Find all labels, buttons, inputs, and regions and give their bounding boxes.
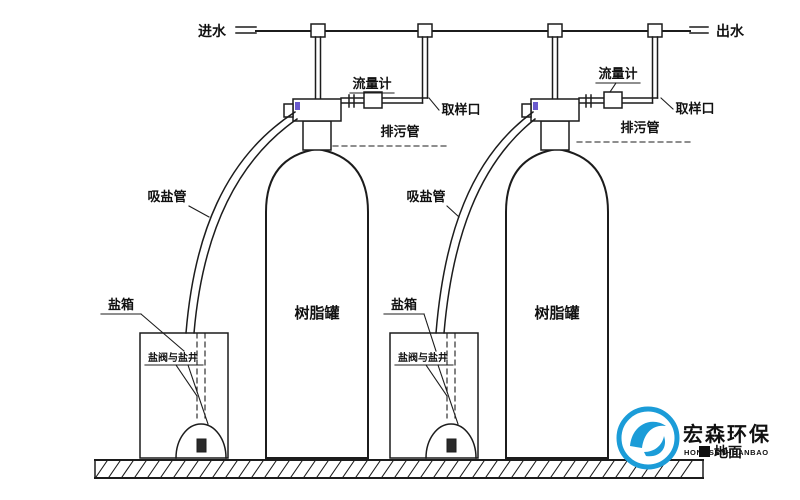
drain-pipe-label: 排污管 [380,124,419,139]
logo-romanized: HONGSENHUANBAO [684,448,769,457]
tank-neck [302,120,332,151]
ground-marker-square [699,446,710,457]
left-salt-box: 盐箱 盐阀与盐井 吸盐管 [100,110,299,459]
sampling-port-label: 取样口 [441,102,480,117]
company-logo: 宏森环保 HONGSENHUANBAO [616,406,771,470]
right-tank-assembly: 树脂罐 流量计 取样口 排污管 [505,36,715,459]
sampling-port-label: 取样口 [675,101,714,116]
logo-swoosh-icon [644,436,666,457]
salt-well-dome [175,423,227,459]
salt-suction-pipe-leader [446,205,460,218]
salt-suction-pipe-leader [188,205,210,218]
sampling-port-leader [660,97,674,110]
salt-valve-well-label: 盐阀与盐井 [148,351,198,364]
salt-suction-pipe [435,110,535,334]
left-tank-assembly: 树脂罐 流量计 取样口 排污管 [265,36,481,459]
resin-tank-label: 树脂罐 [534,304,579,322]
salt-well-dome [425,423,477,459]
control-valve [292,98,342,122]
valve-accent [533,102,538,110]
salt-valve-well-leader [425,364,448,397]
pipe-tee-fitting [310,23,326,38]
ground-label-group: 地面 [699,444,742,460]
salt-valve-body [196,438,207,453]
flow-meter-label: 流量计 [352,76,391,91]
salt-valve-well-label: 盐阀与盐井 [398,351,448,364]
salt-box-leader [140,313,185,352]
salt-valve-well-leader [187,364,209,425]
flow-meter-label: 流量计 [598,66,637,81]
flow-meter-leader [609,82,617,93]
salt-suction-pipe [443,117,537,334]
tank-neck [540,120,570,151]
salt-valve-body [446,438,457,453]
resin-tank-body [265,147,369,459]
pipe-tee-fitting [647,23,663,38]
drain-pipe-label: 排污管 [620,120,659,135]
salt-box-body [139,332,229,459]
outlet-label: 出水 [716,23,745,39]
sampling-port-leader [428,97,440,111]
salt-valve-well-leader [175,364,198,397]
salt-box-body [389,332,479,459]
pipe-tee-fitting [417,23,433,38]
inlet-label: 进水 [198,23,227,39]
resin-tank-body [505,147,609,459]
flow-meter-body [603,91,623,109]
salt-suction-pipe [193,117,299,334]
salt-box-label: 盐箱 [108,297,134,312]
resin-tank-label: 树脂罐 [294,304,339,322]
salt-suction-pipe-label: 吸盐管 [406,189,445,204]
top-manifold: 进水 出水 [198,23,745,39]
salt-suction-pipe [185,110,297,334]
logo-swoosh-icon [630,421,666,448]
control-valve [530,98,580,122]
logo-name: 宏森环保 [683,422,771,446]
pipe-tee-fitting [547,23,563,38]
salt-box-label: 盐箱 [391,297,417,312]
salt-box-leader [423,313,437,352]
flow-meter-body [363,91,383,109]
platform-hatching [95,460,693,478]
ground-label: 地面 [714,444,742,460]
salt-suction-pipe-label: 吸盐管 [147,189,186,204]
valve-accent [295,102,300,110]
ground-platform [94,459,704,479]
right-salt-box: 盐箱 盐阀与盐井 吸盐管 [383,110,537,459]
salt-valve-well-leader [437,364,459,425]
logo-circle-icon [616,406,680,470]
